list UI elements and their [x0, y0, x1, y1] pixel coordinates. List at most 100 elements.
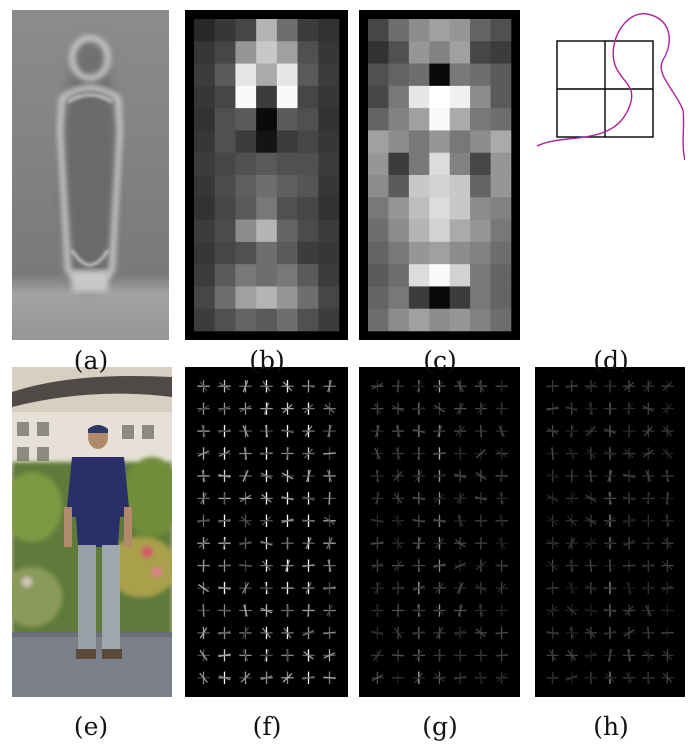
hog-orientation-stroke	[218, 653, 231, 658]
hog-orientation-stroke	[588, 402, 594, 415]
hog-orientation-stroke	[327, 559, 332, 572]
hog-orientation-stroke	[263, 649, 270, 662]
hog-orientation-stroke	[566, 605, 577, 616]
hog-orientation-stroke	[197, 450, 210, 457]
grid-cell	[276, 19, 298, 42]
grid-cell	[429, 108, 451, 131]
hog-orientation-stroke	[475, 584, 487, 592]
grid-cell	[276, 286, 298, 310]
hog-orientation-stroke	[307, 604, 310, 617]
grid-cell	[388, 241, 410, 265]
hog-orientation-stroke	[626, 582, 632, 595]
hog-orientation-stroke	[585, 584, 597, 592]
hog-orientation-stroke	[664, 514, 670, 527]
grid-cell	[408, 219, 430, 243]
hog-orientation-stroke	[475, 561, 487, 571]
grid-cell	[470, 41, 491, 64]
hog-orientation-stroke	[323, 631, 336, 635]
hog-orientation-stroke	[391, 654, 405, 657]
hog-orientation-stroke	[239, 541, 252, 546]
hog-orientation-stroke	[261, 515, 272, 526]
grid-cell	[388, 130, 410, 154]
grid-cell	[256, 286, 278, 310]
grid-cell	[276, 108, 298, 131]
hog-orientation-stroke	[303, 403, 314, 414]
grid-cell	[318, 175, 340, 198]
hog-orientation-stroke	[415, 537, 422, 550]
hog-orientation-stroke	[549, 649, 557, 662]
grid-cell	[297, 130, 319, 154]
hog-orientation-stroke	[417, 559, 421, 572]
grid-cell	[276, 308, 298, 332]
hog-orientation-stroke	[323, 676, 336, 680]
grid-cell	[449, 308, 471, 332]
hog-orientation-stroke	[566, 515, 577, 526]
hog-orientation-stroke	[665, 492, 669, 505]
hog-orientation-stroke	[624, 448, 634, 459]
grid-cell	[429, 175, 451, 198]
grid-cell	[256, 197, 278, 220]
cell-block-diagram-panel	[535, 10, 685, 160]
grid-cell	[194, 85, 216, 109]
hog-orientation-stroke	[546, 494, 559, 502]
hog-orientation-stroke	[391, 586, 405, 590]
hog-orientation-stroke	[604, 428, 616, 435]
average-gradient-panel	[12, 10, 169, 340]
grid-cell	[276, 175, 298, 198]
hog-orientation-stroke	[645, 604, 652, 617]
grid-cell	[214, 130, 236, 154]
hog-orientation-stroke	[498, 425, 505, 437]
hog-orientation-stroke	[197, 518, 210, 523]
hog-orientation-stroke	[371, 630, 384, 636]
hog-orientation-stroke	[661, 631, 674, 635]
caption-e: (e)	[73, 712, 109, 741]
hog-orientation-stroke	[218, 405, 231, 412]
hog-orientation-stroke	[551, 671, 554, 684]
hog-orientation-stroke	[305, 537, 312, 550]
hog-orientation-stroke	[326, 604, 333, 617]
hog-orientation-stroke	[242, 649, 249, 662]
hog-orientation-stroke	[547, 560, 558, 571]
grid-cell	[490, 264, 512, 287]
hog-orientation-stroke	[546, 586, 559, 590]
hog-orientation-stroke	[281, 518, 294, 524]
hog-orientation-stroke	[644, 380, 653, 392]
grid-cell	[490, 63, 512, 87]
hog-orientation-stroke	[218, 450, 231, 457]
grid-cell	[276, 197, 298, 220]
hog-orientation-stroke	[438, 649, 441, 662]
hog-orientation-stroke	[374, 425, 380, 438]
grid-cell	[368, 175, 389, 198]
hog-orientation-stroke	[199, 649, 208, 661]
hog-orientation-stroke	[218, 675, 231, 681]
hog-orientation-stroke	[373, 402, 381, 415]
hog-orientation-stroke	[454, 473, 467, 479]
hog-orientation-stroke	[260, 540, 273, 546]
hog-orientation-stroke	[623, 518, 636, 524]
hog-orientation-stroke	[415, 380, 422, 393]
hog-orientation-stroke	[477, 604, 484, 617]
grid-cell	[318, 19, 340, 42]
hog-orientation-stroke	[624, 605, 634, 616]
grid-cell	[235, 219, 257, 243]
grid-cell	[214, 152, 236, 176]
hog-orientation-stroke	[201, 469, 206, 483]
hog-orientation-stroke	[454, 562, 466, 569]
grid-cell	[490, 241, 512, 265]
hog-orientation-stroke	[546, 472, 559, 479]
grid-cell	[388, 152, 410, 176]
grid-cell	[318, 63, 340, 87]
grid-cell	[297, 286, 319, 310]
hog-orientation-stroke	[302, 384, 315, 388]
hog-orientation-stroke	[662, 425, 672, 437]
hog-orientation-stroke	[393, 560, 403, 571]
grid-cell	[194, 41, 216, 64]
grid-cell	[470, 85, 491, 109]
grid-cell	[297, 41, 319, 64]
hog-orientation-stroke	[414, 470, 423, 482]
hog-orientation-stroke	[497, 537, 506, 549]
hog-orientation-stroke	[607, 649, 613, 662]
hog-orientation-stroke	[584, 652, 597, 659]
grid-cell	[235, 197, 257, 220]
hog-orientation-stroke	[476, 403, 486, 415]
